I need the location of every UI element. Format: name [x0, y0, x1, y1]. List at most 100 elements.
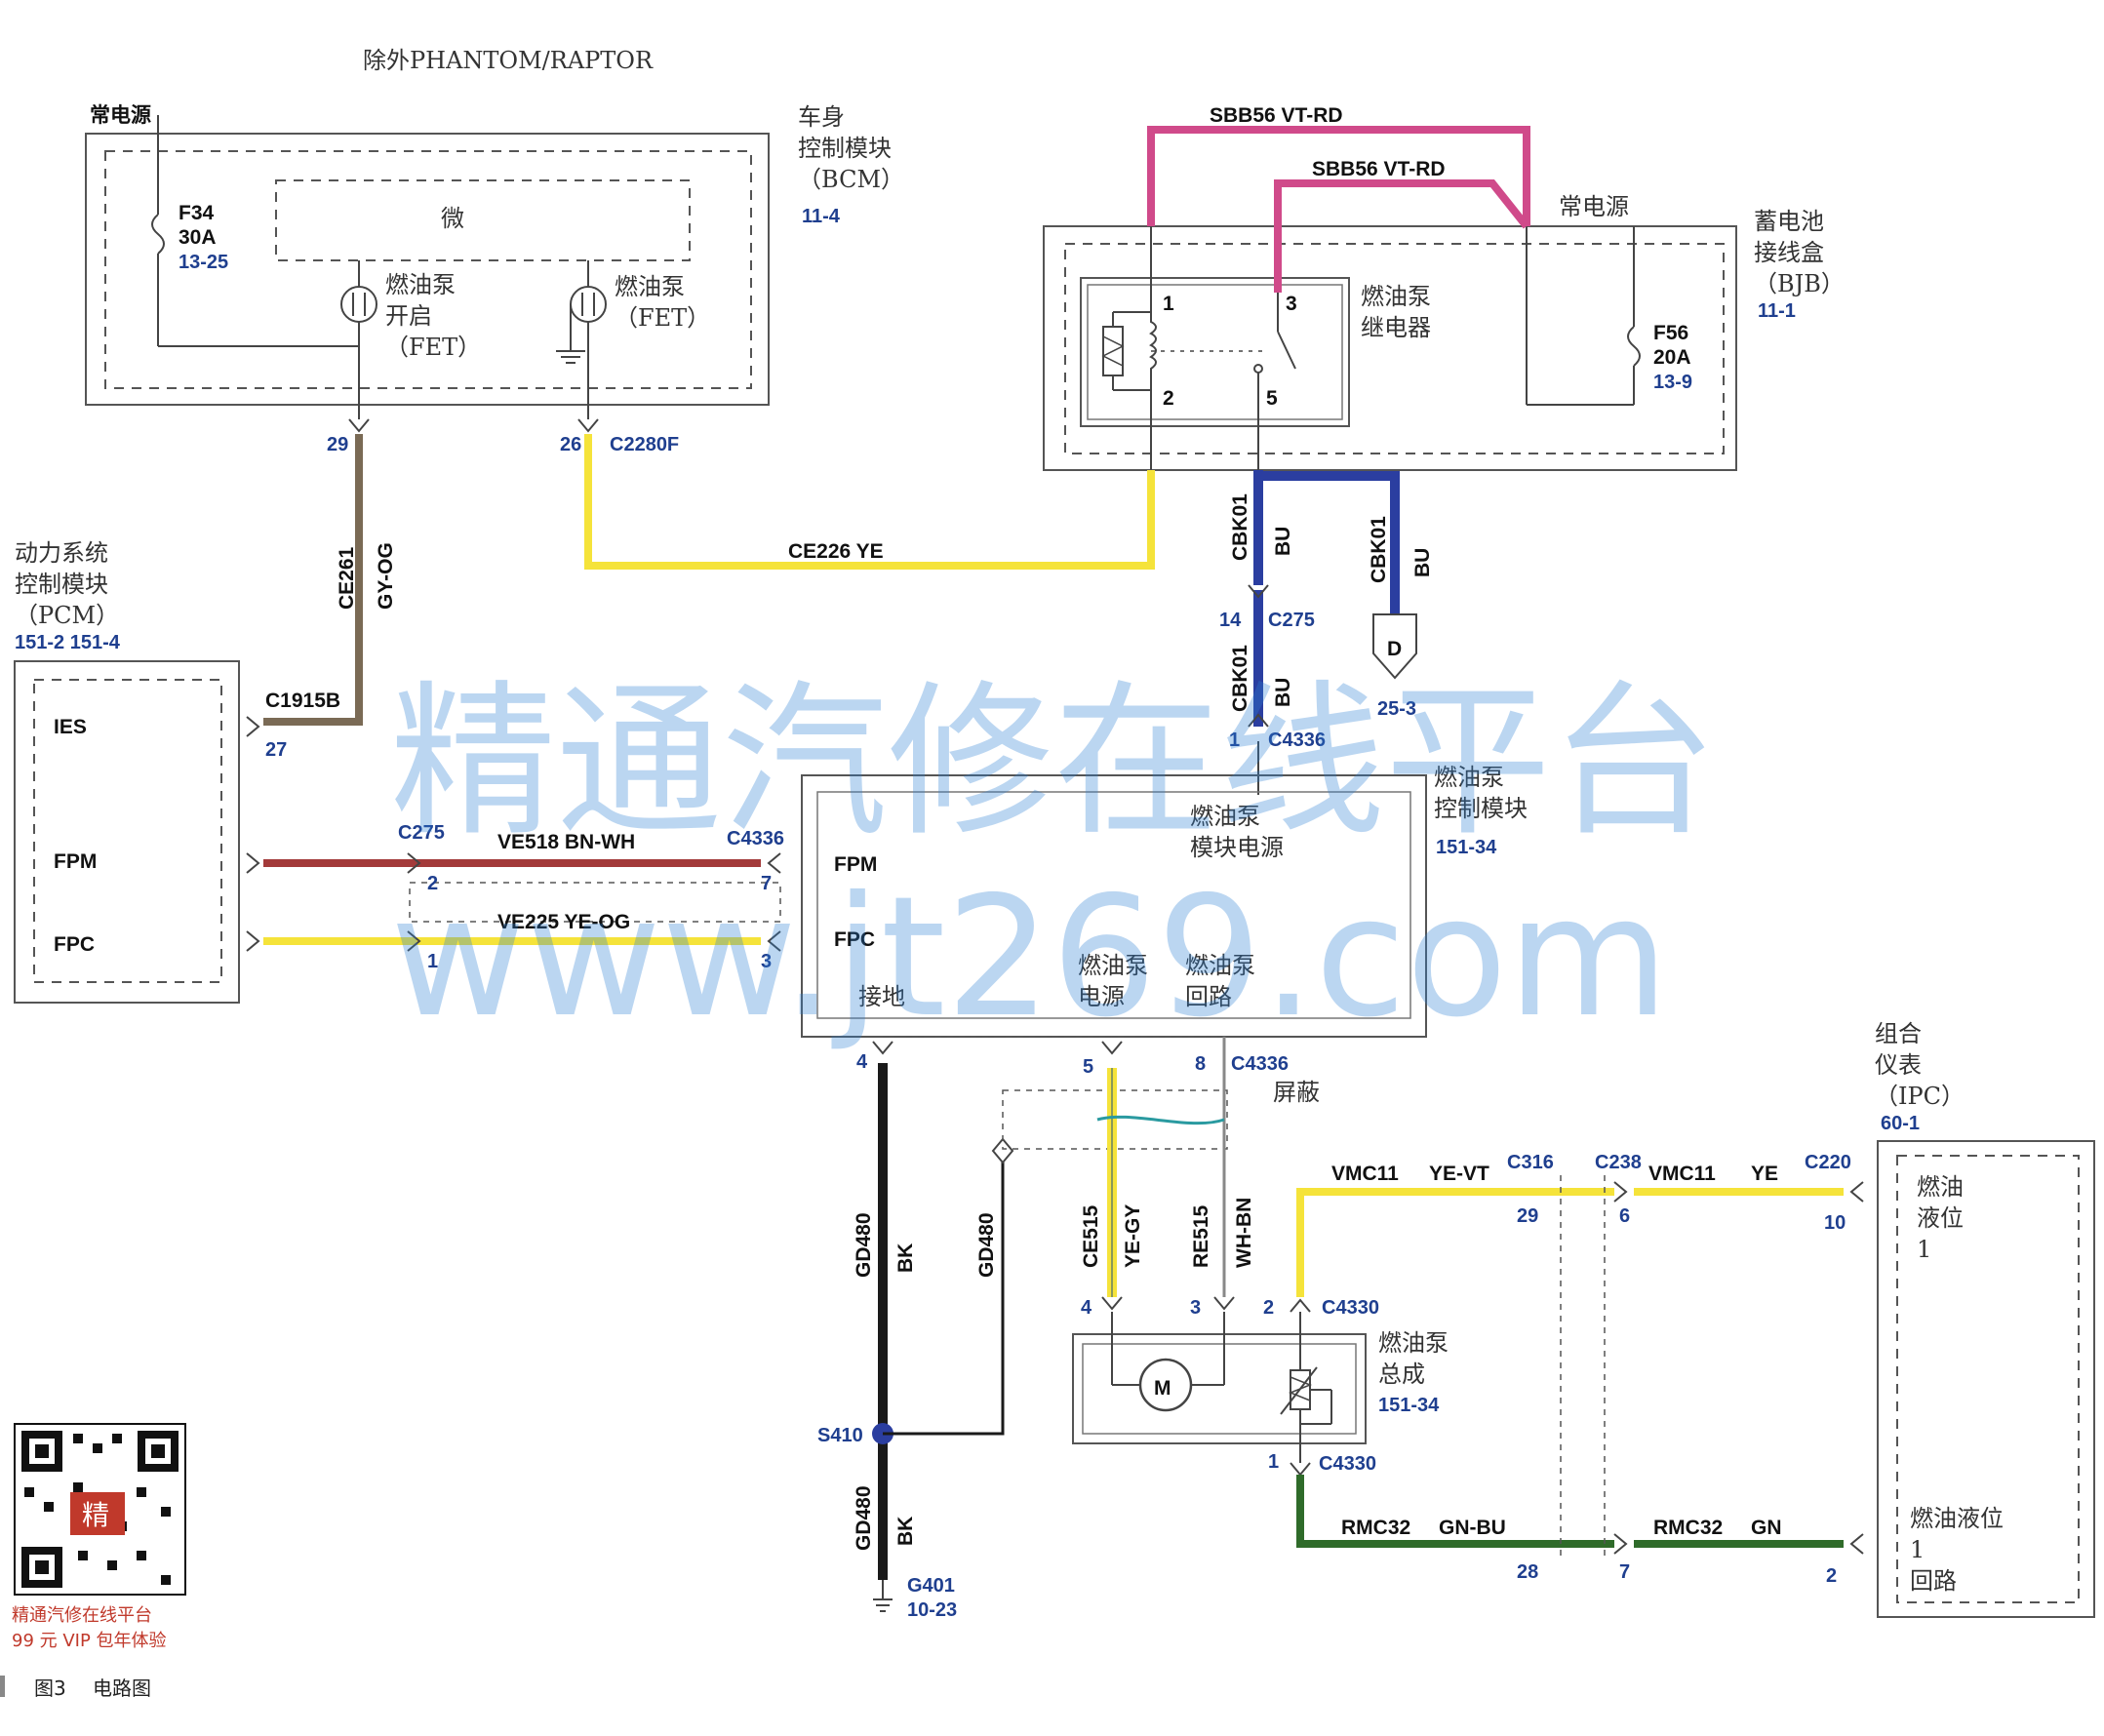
bjb-power-label: 常电源 — [1559, 193, 1629, 220]
ipc-pin-10: 10 — [1824, 1212, 1846, 1234]
fpcm-pin-4: 4 — [856, 1051, 868, 1073]
motor-label: M — [1154, 1377, 1171, 1400]
ipc-name-3: （IPC） — [1875, 1083, 1965, 1110]
pcm-pin-27: 27 — [265, 739, 287, 761]
pump-pin-3: 3 — [1190, 1297, 1201, 1319]
wire-label-vmc11-a-color: YE-VT — [1429, 1163, 1489, 1185]
fpcm-pump-return: 燃油泵 — [1185, 952, 1255, 979]
relay-label: 燃油泵 — [1361, 283, 1431, 310]
ipc-return-label-3: 回路 — [1910, 1567, 1957, 1595]
bjb-module — [1043, 225, 1737, 471]
pump-connector-bottom: C4330 — [1319, 1453, 1376, 1475]
connector-pin-7: 7 — [761, 873, 772, 894]
wire-label-cbk01-b-color: BU — [1411, 548, 1434, 577]
connector-pin-14: 14 — [1219, 610, 1242, 631]
qr-badge: 精 — [82, 1499, 109, 1531]
figure-title: 电路图 — [93, 1677, 151, 1700]
fpcm-pin-8: 8 — [1195, 1053, 1206, 1075]
fuel-pump-control-module — [801, 774, 1427, 1055]
connector-d-label: D — [1387, 638, 1402, 660]
watermark-text: 精通汽修在线平台 — [390, 666, 1717, 859]
fpcm-pump-power-2: 电源 — [1078, 983, 1125, 1010]
fpcm-name-2: 控制模块 — [1434, 795, 1528, 822]
pump-pin-2: 2 — [1263, 1297, 1274, 1319]
pump-pin-4: 4 — [1081, 1297, 1092, 1319]
ipc-pin-7: 7 — [1619, 1561, 1630, 1583]
ground-g401-label: G401 — [907, 1575, 955, 1597]
bjb-name-3: （BJB） — [1754, 270, 1845, 297]
fpcm-ground: 接地 — [858, 983, 905, 1010]
pcm-name: 动力系统 — [15, 539, 108, 567]
ipc-name-2: 仪表 — [1875, 1051, 1922, 1079]
relay-pin-5: 5 — [1266, 387, 1278, 410]
bjb-fuse-rating: 20A — [1653, 346, 1691, 369]
fet1-label: 燃油泵 — [385, 271, 456, 298]
connector-c4336-top: C4336 — [1268, 730, 1326, 751]
connector-pin-1-top: 1 — [1229, 730, 1240, 751]
bcm-fuse-rating: 30A — [179, 226, 217, 249]
pump-connector-top: C4330 — [1322, 1297, 1379, 1319]
wire-label-gd480-c: GD480 — [853, 1485, 875, 1551]
ipc-pin-6: 6 — [1619, 1205, 1630, 1227]
fpcm-power-label-2: 模块电源 — [1190, 834, 1284, 861]
fet1-label-2: 开启 — [385, 302, 432, 330]
connector-pin-3-mid: 3 — [761, 951, 772, 972]
pump-name-2: 总成 — [1378, 1361, 1425, 1388]
wire-label-gd480-b: GD480 — [975, 1212, 998, 1278]
wire-label-cbk01-a: CBK01 — [1229, 493, 1251, 561]
connector-c238: C238 — [1595, 1152, 1642, 1173]
relay-pin-1: 1 — [1163, 293, 1174, 315]
wire-label-ve518: VE518 BN-WH — [497, 831, 635, 853]
wire-label-ce261-color: GY-OG — [375, 542, 397, 610]
wire-label-ce226: CE226 YE — [788, 540, 884, 563]
connector-c275-top: C275 — [1268, 610, 1315, 631]
fet2-label-2: （FET） — [615, 304, 710, 332]
bcm-ref: 11-4 — [802, 206, 841, 227]
bcm-fuse-ref: 13-25 — [179, 252, 228, 273]
qr-text-1: 精通汽修在线平台 — [12, 1605, 152, 1626]
pcm-connector-c1915b: C1915B — [265, 690, 340, 712]
wire-ce226 — [584, 434, 1155, 570]
splice-s410-label: S410 — [817, 1425, 863, 1446]
bcm-name-3: （BCM） — [798, 166, 904, 193]
wire-cbk01-b — [1258, 471, 1400, 614]
pump-name: 燃油泵 — [1378, 1329, 1449, 1357]
pcm-ies: IES — [54, 716, 87, 738]
ipc-name: 组合 — [1875, 1020, 1922, 1047]
pcm-module — [14, 660, 260, 1004]
fet-icon — [570, 286, 607, 323]
wire-label-cbk01-a-color: BU — [1272, 527, 1294, 556]
wire-vmc11-ye-vt — [1296, 1188, 1566, 1297]
connector-c220: C220 — [1805, 1152, 1851, 1173]
ipc-pin-28: 28 — [1517, 1561, 1538, 1583]
fuel-pump-assembly — [1072, 1312, 1367, 1463]
bjb-name: 蓄电池 — [1754, 208, 1824, 235]
bcm-power-label: 常电源 — [90, 103, 151, 127]
figure-number: 图3 — [34, 1677, 66, 1700]
connector-pin-1-mid: 1 — [427, 951, 438, 972]
bcm-name: 车身 — [798, 103, 845, 131]
ipc-pin-29: 29 — [1517, 1205, 1538, 1227]
pcm-name-2: 控制模块 — [15, 571, 108, 598]
wire-label-re515: RE515 — [1190, 1204, 1212, 1268]
fet-on-icon — [340, 286, 377, 323]
wire-label-ve225: VE225 YE-OG — [497, 911, 630, 933]
bcm-pin-26: 26 — [560, 434, 581, 455]
wire-label-vmc11-a: VMC11 — [1331, 1163, 1399, 1185]
watermark-url: www.jt269.com — [390, 861, 1669, 1054]
wire-label-rmc32-b: RMC32 — [1653, 1517, 1723, 1539]
qr-text-2: 99 元 VIP 包年体验 — [12, 1631, 167, 1651]
wire-label-ce261: CE261 — [336, 546, 358, 610]
ipc-ref: 60-1 — [1881, 1113, 1920, 1134]
wire-label-cbk01-b: CBK01 — [1368, 516, 1390, 583]
connector-d-icon — [1372, 613, 1417, 680]
bcm-fuse-id: F34 — [179, 202, 215, 224]
pcm-ref: 151-2 151-4 — [15, 632, 121, 653]
pump-pin-1: 1 — [1268, 1451, 1279, 1473]
wire-sbb56-inner — [1274, 179, 1530, 293]
sbb56-inner-label: SBB56 VT-RD — [1312, 158, 1446, 180]
wire-label-re515-color: WH-BN — [1233, 1198, 1255, 1268]
pcm-name-3: （PCM） — [15, 602, 119, 629]
ipc-return-label-2: 1 — [1910, 1536, 1925, 1563]
